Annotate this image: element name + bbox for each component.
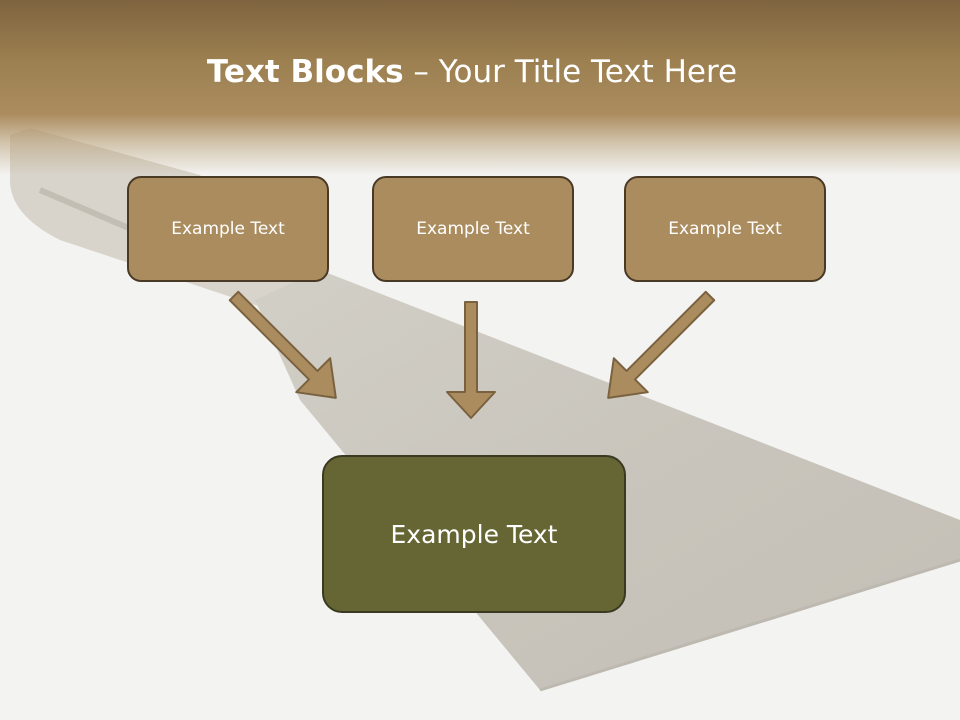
text-block-1[interactable]: Example Text xyxy=(127,176,329,282)
slide-title: Text Blocks – Your Title Text Here xyxy=(0,54,944,90)
title-dash: – xyxy=(403,54,439,90)
text-block-2-label: Example Text xyxy=(416,219,530,239)
arrow-right-icon xyxy=(607,290,716,399)
text-block-1-label: Example Text xyxy=(171,219,285,239)
text-block-3[interactable]: Example Text xyxy=(624,176,826,282)
text-block-3-label: Example Text xyxy=(668,219,782,239)
text-block-2[interactable]: Example Text xyxy=(372,176,574,282)
title-rest: Your Title Text Here xyxy=(438,54,738,90)
main-text-block-label: Example Text xyxy=(390,519,558,549)
arrow-down-icon xyxy=(446,301,496,419)
title-bold-part: Text Blocks xyxy=(206,54,404,90)
title-band xyxy=(0,0,960,175)
main-text-block[interactable]: Example Text xyxy=(322,455,626,613)
arrow-left-icon xyxy=(228,290,337,399)
